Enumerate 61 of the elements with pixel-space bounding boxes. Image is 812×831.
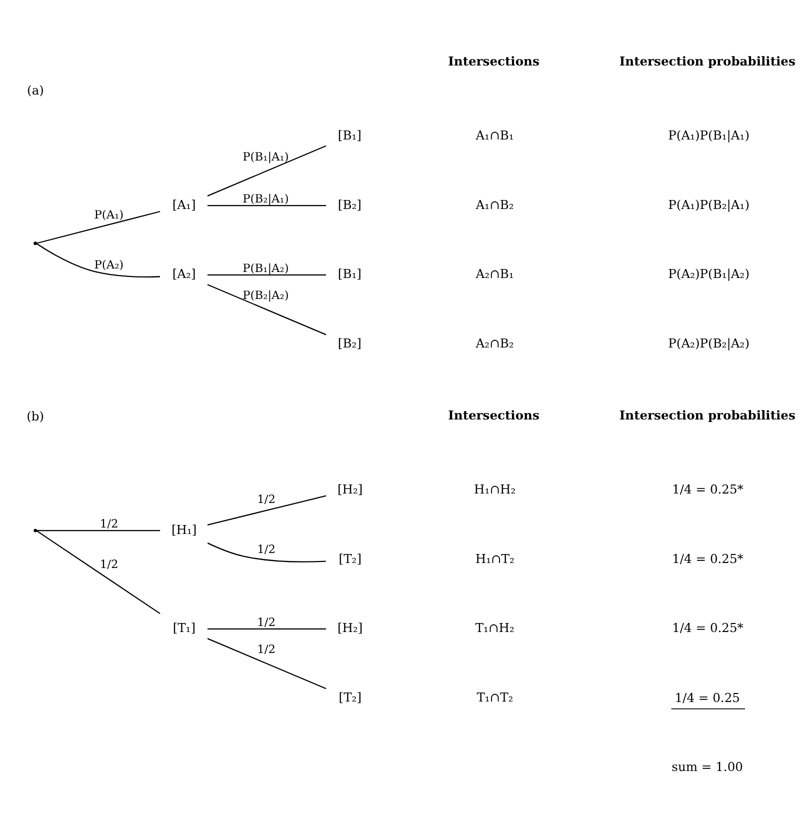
label: 1/4 = 0.25*: [672, 621, 744, 636]
connector: [208, 274, 326, 276]
node-point: [34, 242, 38, 246]
edge-label: P(B₂|A₁): [242, 191, 289, 206]
connector: [36, 210, 160, 244]
label: A₂∩B₂: [476, 336, 514, 351]
node-text: [T₁]: [172, 621, 196, 636]
label: 1/4 = 0.25*: [672, 482, 744, 496]
node-text: [A₂]: [172, 267, 196, 282]
edge-label: 1/2: [100, 516, 118, 530]
label: Intersection probabilities: [619, 408, 796, 423]
edge-label: P(B₁|A₂): [242, 260, 289, 275]
node-text: [T₂]: [338, 552, 362, 566]
edge-label: 1/2: [257, 492, 276, 506]
edge-label: 1/2: [257, 614, 276, 629]
label: H₁∩H₂: [474, 482, 516, 496]
node-text: [H₂]: [337, 482, 363, 496]
node-point: [34, 528, 38, 532]
edge-label: 1/2: [100, 556, 118, 571]
label: P(A₂)P(B₂|A₂): [668, 336, 750, 351]
node-text: [H₂]: [337, 621, 363, 636]
node-text: [B₂]: [338, 198, 362, 212]
label: Intersection probabilities: [619, 54, 796, 69]
label: T₁∩H₂: [475, 621, 514, 636]
node-text: [B₂]: [338, 336, 362, 351]
connector: [208, 205, 326, 206]
label: sum = 1.00: [672, 760, 743, 774]
label: 1/4 = 0.25*: [672, 552, 744, 566]
node-text: [H₁]: [172, 522, 197, 537]
node-text: [A₁]: [172, 198, 196, 212]
label: Intersections: [448, 54, 540, 69]
node-text: [T₂]: [338, 690, 362, 705]
label: Intersections: [448, 408, 540, 423]
label: P(A₁)P(B₁|A₁): [668, 128, 750, 142]
connector: [36, 530, 160, 614]
connector: [208, 628, 326, 630]
label: P(A₁)P(B₂|A₁): [668, 198, 750, 212]
connector: [207, 284, 326, 336]
edge-label: 1/2: [257, 542, 276, 556]
node-text: [B₁]: [338, 267, 362, 282]
label: P(A₂)P(B₁|A₂): [668, 267, 750, 282]
node-text: [B₁]: [338, 128, 362, 142]
connector: [207, 495, 326, 526]
label: A₁∩B₁: [476, 128, 514, 142]
edge-label: 1/2: [257, 642, 276, 656]
label: T₁∩T₂: [476, 690, 514, 705]
edge-label: P(B₁|A₁): [242, 149, 289, 164]
label: A₁∩B₂: [476, 198, 514, 212]
label: A₂∩B₁: [476, 267, 514, 282]
label: 1/4 = 0.25: [674, 690, 740, 705]
label: (b): [26, 410, 44, 424]
connector: [36, 243, 160, 278]
label: (a): [27, 84, 44, 98]
label: H₁∩T₂: [475, 552, 514, 566]
edge-label: P(A₂): [94, 257, 124, 272]
connector: [36, 530, 160, 532]
edge-label: P(B₂|A₂): [242, 288, 289, 302]
connector: [207, 638, 326, 690]
connector: [207, 145, 326, 196]
connector: [207, 542, 326, 562]
edge-label: P(A₁): [94, 207, 124, 222]
